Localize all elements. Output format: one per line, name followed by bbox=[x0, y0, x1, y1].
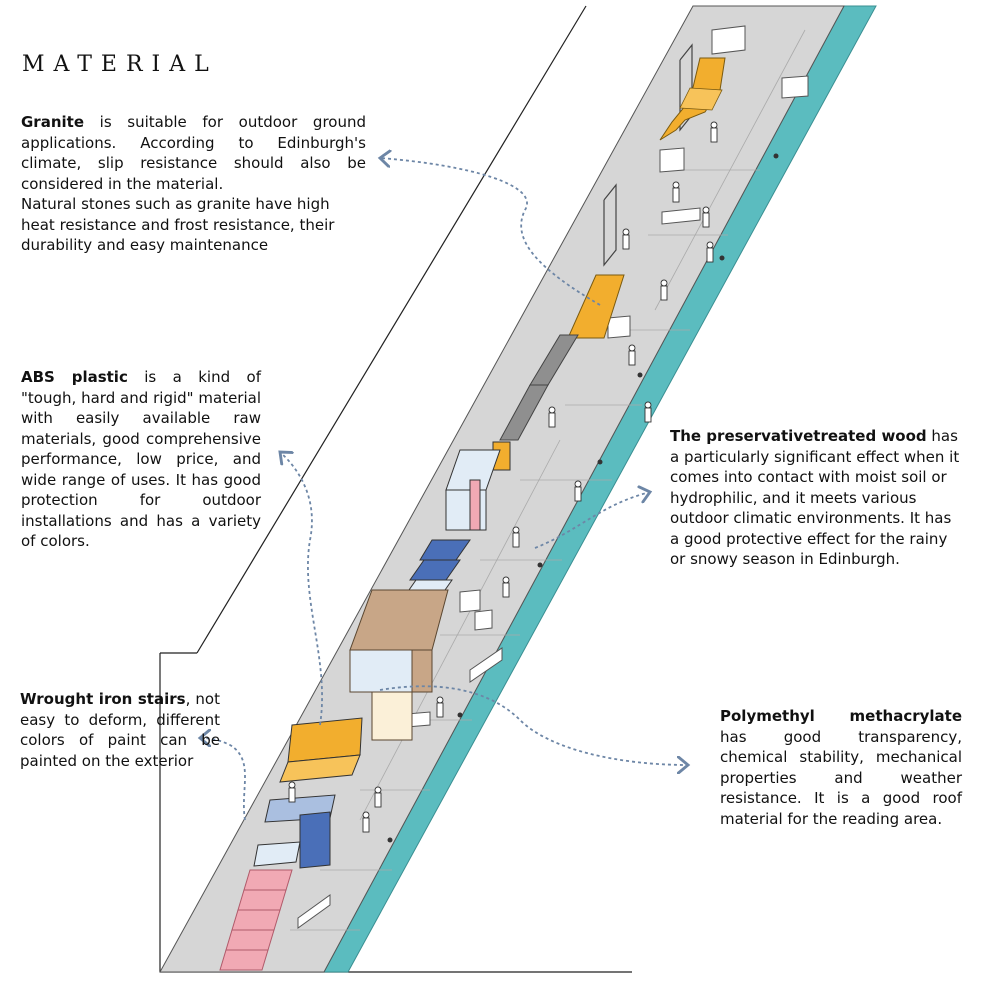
wood-name: The preservativetreated wood bbox=[670, 427, 927, 445]
orange-timber-steps bbox=[659, 57, 726, 141]
iron-name: Wrought iron stairs bbox=[20, 690, 186, 708]
abs-leader-arrow bbox=[280, 452, 323, 726]
pmma-text: has good transparency, chemical stabilit… bbox=[720, 727, 962, 828]
granite-description: Granite is suitable for outdoor ground a… bbox=[21, 112, 366, 256]
lamp-posts bbox=[387, 153, 779, 843]
wood-description: The preservativetreated wood has a parti… bbox=[670, 426, 962, 570]
pmma-leader-arrow bbox=[379, 685, 688, 765]
iron-leader-arrow bbox=[200, 738, 246, 821]
pmma-description: Polymethyl methacrylate has good transpa… bbox=[720, 706, 962, 829]
paving-joints bbox=[290, 29, 806, 931]
pmma-name: Polymethyl methacrylate bbox=[720, 707, 962, 725]
granite-leader-arrow bbox=[380, 158, 601, 306]
wood-text: has a particularly significant effect wh… bbox=[670, 427, 960, 568]
wooden-pavilion bbox=[349, 589, 449, 741]
roof-and-stairs bbox=[253, 717, 363, 869]
abs-name: ABS plastic bbox=[21, 368, 128, 386]
iron-description: Wrought iron stairs, not easy to deform,… bbox=[20, 689, 220, 771]
leader-arrows bbox=[200, 158, 688, 821]
granite-text-2: Natural stones such as granite have high… bbox=[21, 195, 335, 254]
pedestrian-figures bbox=[288, 121, 718, 833]
granite-text: is suitable for outdoor ground applicati… bbox=[21, 113, 366, 193]
grey-blocks bbox=[499, 334, 579, 441]
abs-description: ABS plastic is a kind of "tough, hard an… bbox=[21, 367, 261, 552]
granite-name: Granite bbox=[21, 113, 84, 131]
wrought-iron-stairs bbox=[219, 869, 293, 971]
orange-platform bbox=[567, 274, 625, 339]
page-title: MATERIAL bbox=[22, 52, 218, 77]
abs-text: is a kind of "tough, hard and rigid" mat… bbox=[21, 368, 261, 550]
iron-text: , not easy to deform, different colors o… bbox=[20, 690, 220, 770]
